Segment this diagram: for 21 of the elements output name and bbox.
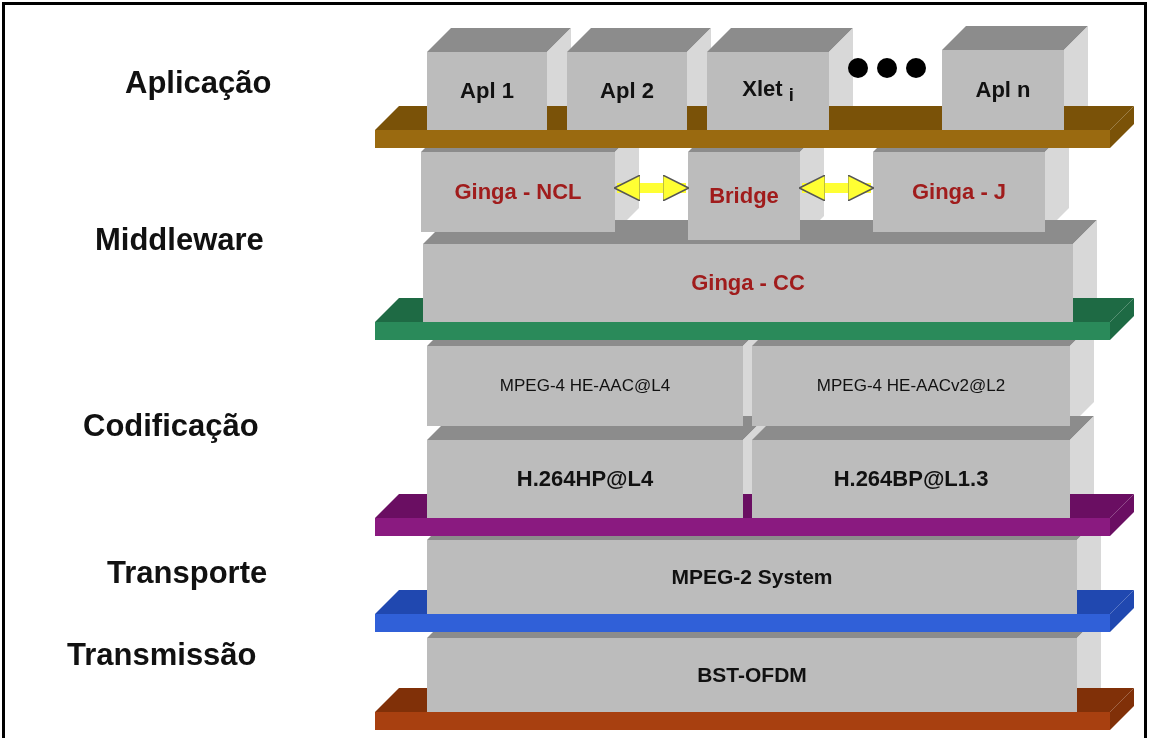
layer-block: H.264BP@L1.3 — [752, 440, 1070, 518]
layer-block: MPEG-4 HE-AACv2@L2 — [752, 346, 1070, 426]
layer-block: Apl 2 — [567, 52, 687, 130]
layer-label: Middleware — [95, 222, 264, 258]
layer-block: Ginga - CC — [423, 244, 1073, 322]
layer-block: Apl n — [942, 50, 1064, 130]
layer-label: Transmissão — [67, 637, 257, 673]
layer-label: Transporte — [107, 555, 268, 591]
layer-block: MPEG-4 HE-AAC@L4 — [427, 346, 743, 426]
layer-block: Ginga - NCL — [421, 152, 615, 232]
layer-block: H.264HP@L4 — [427, 440, 743, 518]
layer-block: Apl 1 — [427, 52, 547, 130]
layer-label: Aplicação — [125, 65, 272, 101]
layer-block: BST-OFDM — [427, 638, 1077, 712]
layer-block: Xlet $_{i}$ — [707, 52, 829, 130]
layer-block: MPEG-2 System — [427, 540, 1077, 614]
layer-block: Bridge — [688, 152, 800, 240]
layer-block: Ginga - J — [873, 152, 1045, 232]
layer-label: Codificação — [83, 408, 259, 444]
double-arrow — [613, 174, 690, 202]
double-arrow — [798, 174, 875, 202]
